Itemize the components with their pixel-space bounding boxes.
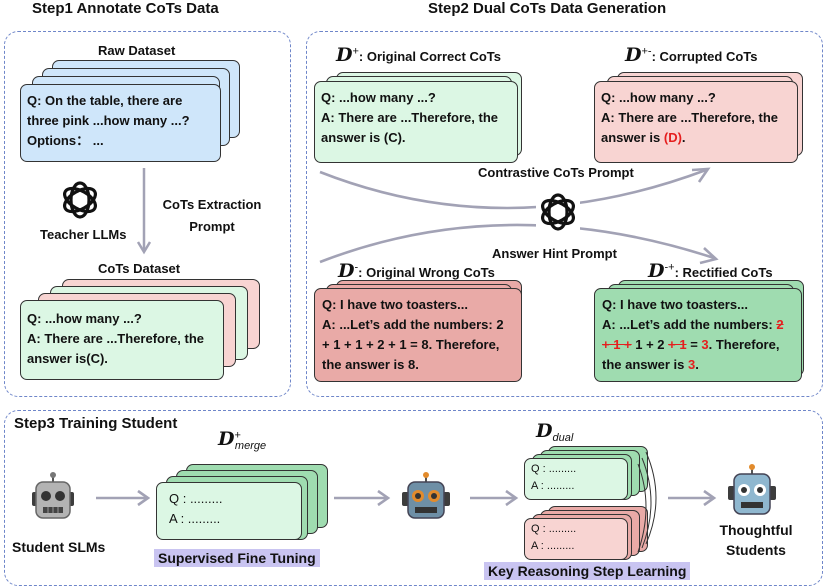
d-plusminus-heading: D+-: Corrupted CoTs xyxy=(625,44,758,66)
d-plus-symbol: D xyxy=(336,44,353,66)
correct-answer: A: There are ...Therefore, the answer is… xyxy=(321,110,498,145)
rect-answer: A: ...Let’s add the numbers: 2 + 1 + 1 +… xyxy=(602,317,784,372)
d-minusplus-heading: D-+: Rectified CoTs xyxy=(648,260,773,282)
step2-title: Step2 Dual CoTs Data Generation xyxy=(428,0,667,17)
rectified-cot-card: Q: I have two toasters... A: ...Let’s ad… xyxy=(594,288,802,382)
raw-options: Options： ... xyxy=(27,133,104,148)
d-plusminus-symbol: D xyxy=(625,44,642,66)
d-minusplus-symbol: D xyxy=(648,260,665,282)
merge-q: Q : ......... xyxy=(169,491,223,506)
corrupted-cot-card: Q: ...how many ...? A: There are ...Ther… xyxy=(594,81,798,163)
cots-question: Q: ...how many ...? xyxy=(27,311,142,326)
robot-icon xyxy=(402,472,450,519)
wrong-answer: A: ...Let’s add the numbers: 2 + 1 + 1 +… xyxy=(322,317,504,372)
student-robot-icon xyxy=(32,472,74,519)
cots-answer: A: There are ...Therefore, the answer is… xyxy=(27,331,204,366)
corrupt-answer: A: There are ...Therefore, the answer is… xyxy=(601,110,778,145)
step3-arrows xyxy=(96,489,717,507)
raw-dataset-card: Q: On the table, there are three pink ..… xyxy=(20,84,221,162)
extraction-prompt-label: CoTs Extraction Prompt xyxy=(162,197,262,234)
sft-label: Supervised Fine Tuning xyxy=(154,549,320,567)
d-dual-heading: Ddual xyxy=(536,420,574,445)
openai-logo-icon-center xyxy=(536,190,580,234)
openai-logo-icon xyxy=(63,181,97,219)
cots-dataset-label: CoTs Dataset xyxy=(98,261,181,276)
d-minus-heading: D-: Original Wrong CoTs xyxy=(338,260,495,282)
hint-prompt-label: Answer Hint Prompt xyxy=(492,246,617,261)
raw-dataset-label: Raw Dataset xyxy=(98,43,176,58)
down-arrow-icon xyxy=(136,168,152,255)
merge-a: A : ......... xyxy=(169,511,221,526)
krsl-label: Key Reasoning Step Learning xyxy=(484,562,691,580)
dual-red-card: Q : ......... A : ......... xyxy=(524,518,628,560)
step1-panel xyxy=(4,31,291,397)
step2-panel xyxy=(306,31,823,397)
corrupt-answer-choice: (D) xyxy=(663,130,682,145)
thoughtful-robot-icon xyxy=(728,464,776,515)
d-merge-heading: D+merge xyxy=(218,428,267,453)
pairing-arcs xyxy=(637,451,657,553)
flow-arrows xyxy=(319,167,719,265)
dual-green-card: Q : ......... A : ......... xyxy=(524,458,628,500)
corrupt-question: Q: ...how many ...? xyxy=(601,90,716,105)
contrastive-prompt-label: Contrastive CoTs Prompt xyxy=(478,165,634,180)
correct-question: Q: ...how many ...? xyxy=(321,90,436,105)
thoughtful-students-label: Thoughtful Students xyxy=(719,522,793,558)
correct-cot-card: Q: ...how many ...? A: There are ...Ther… xyxy=(314,81,518,163)
raw-question: Q: On the table, there are three pink ..… xyxy=(27,93,190,128)
wrong-cot-card: Q: I have two toasters... A: ...Let’s ad… xyxy=(314,288,522,382)
cots-dataset-card: Q: ...how many ...? A: There are ...Ther… xyxy=(20,300,224,380)
step3-panel xyxy=(4,410,823,586)
wrong-question: Q: I have two toasters... xyxy=(322,297,468,312)
d-minus-symbol: D xyxy=(338,260,355,282)
step3-title: Step3 Training Student xyxy=(14,415,178,432)
step1-title: Step1 Annotate CoTs Data xyxy=(32,0,219,17)
d-plus-heading: D+: Original Correct CoTs xyxy=(336,44,501,66)
merge-card: Q : ......... A : ......... xyxy=(156,482,302,540)
teacher-label: Teacher LLMs xyxy=(40,227,127,242)
rect-question: Q: I have two toasters... xyxy=(602,297,748,312)
student-slms-label: Student SLMs xyxy=(12,539,106,555)
